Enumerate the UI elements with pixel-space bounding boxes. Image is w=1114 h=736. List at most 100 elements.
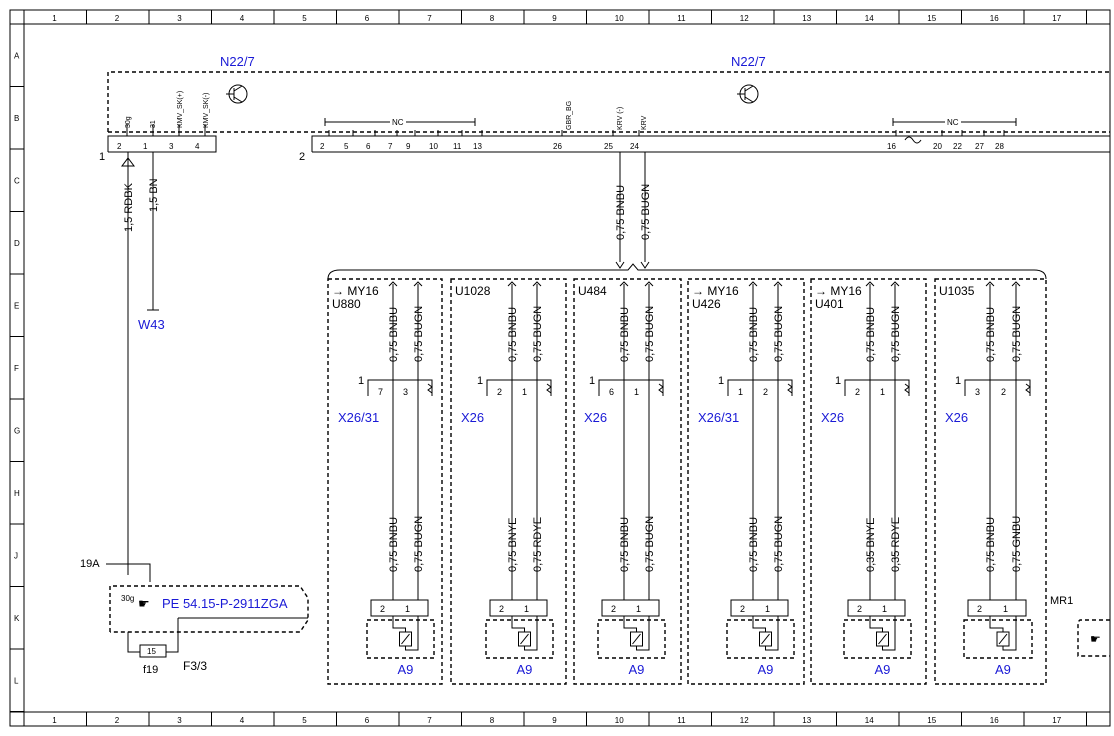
solenoid-connector: [967, 599, 1027, 617]
ground-point-w43[interactable]: W43: [138, 317, 165, 332]
wire-label-top: 0,75 BUGN: [773, 306, 785, 362]
connector-2-pin-label: GBR_BG: [566, 101, 573, 130]
grid-col-label: 14: [865, 14, 874, 23]
connector-pin: 7: [378, 387, 383, 397]
solenoid-pin: 2: [977, 604, 982, 614]
connector-1-pin: 1: [143, 142, 148, 151]
reference-link[interactable]: PE 54.15-P-2911ZGA: [162, 596, 288, 611]
grid-col-label: 15: [927, 14, 936, 23]
grid-col-label: 12: [740, 716, 749, 725]
solenoid-slash: [761, 633, 770, 645]
grid-row-label: E: [14, 301, 19, 310]
solenoid-connector: [601, 599, 660, 617]
grid-col-label: 7: [427, 716, 432, 725]
component-label[interactable]: A9: [517, 662, 533, 677]
variant-code: U880: [332, 297, 361, 311]
connector-1-pin: 4: [195, 142, 200, 151]
mr1-label: MR1: [1050, 595, 1073, 607]
connector-label[interactable]: X26/31: [338, 410, 379, 425]
variant-code: U484: [578, 284, 607, 298]
connector-2-pin: 10: [429, 142, 438, 151]
pointing-hand-icon: ☛: [1090, 632, 1101, 646]
connector-2-pin: 22: [953, 142, 962, 151]
variant-code-top: → MY16: [692, 284, 739, 298]
wire-label-top: 0,75 BNBU: [865, 307, 877, 362]
grid-col-label: 13: [802, 14, 811, 23]
shield-icon: [904, 383, 910, 394]
shield-icon: [787, 383, 793, 394]
component-label[interactable]: A9: [629, 662, 645, 677]
component-label[interactable]: A9: [875, 662, 891, 677]
grid-row-label: B: [14, 114, 19, 123]
trunk-wires: 0,75 BNBU 0,75 BUGN: [327, 152, 1047, 280]
grid-col-label: 14: [865, 716, 874, 725]
component-label[interactable]: A9: [758, 662, 774, 677]
wire-arrow-icon: [507, 281, 517, 287]
connector-2-pin: 6: [366, 142, 371, 151]
solenoid-box: [485, 619, 554, 659]
solenoid-connector: [489, 599, 548, 617]
solenoid-wire: [524, 616, 538, 651]
variant-panel-border: [327, 278, 443, 685]
connector-pin: 1: [522, 387, 527, 397]
solenoid-connector: [370, 599, 429, 617]
grid-col-label: 12: [740, 14, 749, 23]
connector-pin: 2: [497, 387, 502, 397]
connector-label[interactable]: X26: [945, 410, 968, 425]
wire-label-bn: 1,5 BN: [148, 178, 160, 212]
solenoid-connector: [847, 599, 906, 617]
variant-code-top: → MY16: [815, 284, 862, 298]
connector-pin: 2: [1001, 387, 1006, 397]
grid-col-label: 10: [615, 14, 624, 23]
connector-2-pin: 7: [388, 142, 393, 151]
component-label[interactable]: A9: [995, 662, 1011, 677]
solenoid-pin: 1: [1003, 604, 1008, 614]
grid-row-label: H: [14, 489, 20, 498]
solenoid-pin: 2: [380, 604, 385, 614]
trunk-label-2: 0,75 BUGN: [640, 184, 652, 240]
nc-group-left: NC: [324, 116, 476, 127]
fuse-wire-left: [127, 632, 140, 653]
wire-label-rdbk: 1,5 RDBK: [123, 182, 135, 232]
connector-2-pin: 25: [604, 142, 613, 151]
variant-brace: [327, 263, 1047, 280]
connector-pin: 6: [609, 387, 614, 397]
component-label[interactable]: A9: [398, 662, 414, 677]
solenoid-box: [366, 619, 435, 659]
connector-1-pin: 3: [169, 142, 174, 151]
solenoid-pin: 2: [740, 604, 745, 614]
svg-text:NC: NC: [392, 118, 404, 127]
grid-col-label: 15: [927, 716, 936, 725]
fuse-wire-right: [166, 632, 179, 653]
module-label-left: N22/7: [220, 54, 255, 69]
grid-col-label: 17: [1052, 14, 1061, 23]
grid-col-label: 2: [115, 716, 120, 725]
connector-label[interactable]: X26: [584, 410, 607, 425]
connector-2-pin: 2: [320, 142, 325, 151]
wire-arrow-icon: [1011, 281, 1021, 287]
connector-pin: 2: [763, 387, 768, 397]
grid-col-label: 5: [302, 716, 307, 725]
variant-panel-border: [450, 278, 567, 685]
connector-2-pin: 9: [406, 142, 411, 151]
grid-col-label: 16: [990, 716, 999, 725]
connector-label[interactable]: X26/31: [698, 410, 739, 425]
mr1-box: [1077, 619, 1110, 657]
grid-col-label: 9: [552, 14, 557, 23]
variant-code-top: → MY16: [332, 284, 379, 298]
solenoid-pin: 1: [765, 604, 770, 614]
connector-label[interactable]: X26: [821, 410, 844, 425]
solenoid-wire: [623, 616, 637, 632]
wire-arrow-icon: [890, 281, 900, 287]
wire-arrow-icon: [748, 281, 758, 287]
connector-number: 1: [718, 375, 724, 387]
module-label-right: N22/7: [731, 54, 766, 69]
connector-label[interactable]: X26: [461, 410, 484, 425]
wire-label-bottom: 0,75 GNBU: [1011, 516, 1023, 572]
fuse-label: f19: [143, 664, 158, 676]
solenoid-box: [843, 619, 912, 659]
wire-arrow-icon: [865, 281, 875, 287]
